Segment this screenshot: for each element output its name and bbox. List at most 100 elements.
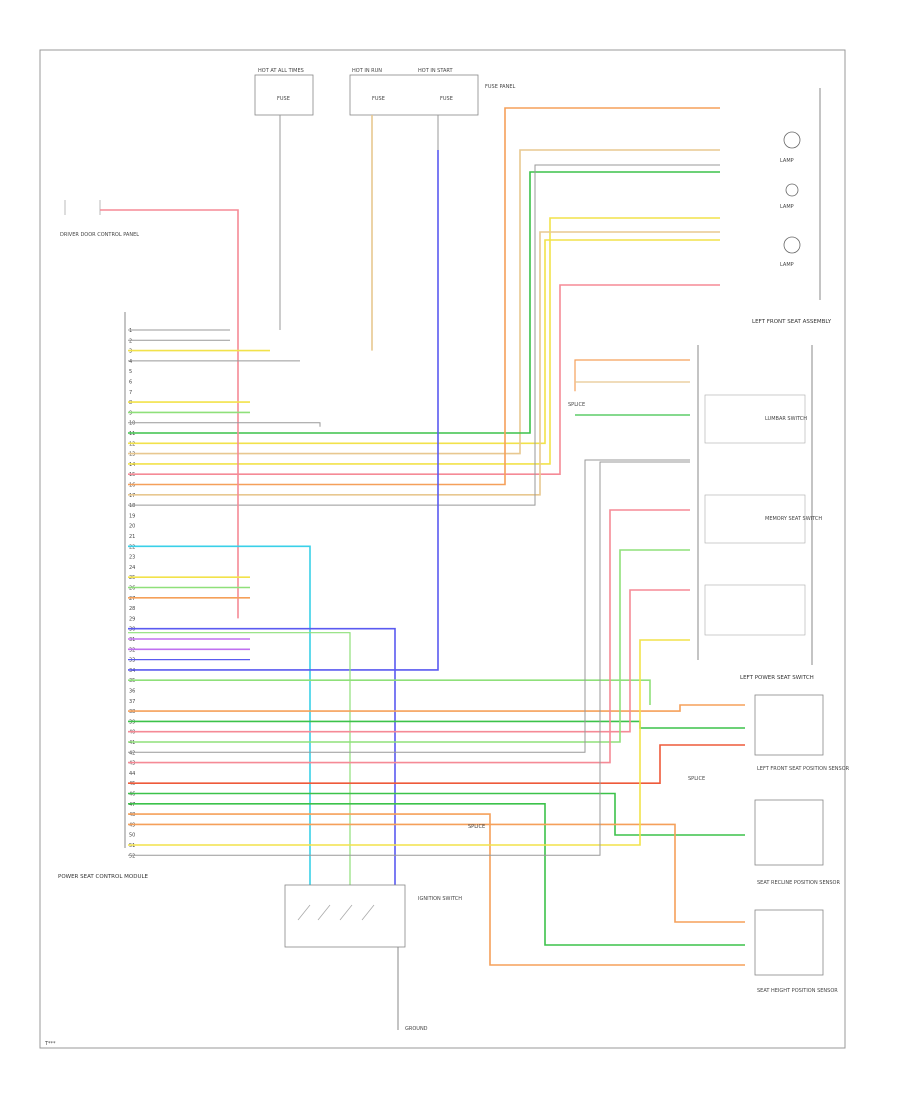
module-pin-number: 34 [129,668,135,674]
module-pin-number: 27 [129,596,135,602]
module-pin-number: 41 [129,740,135,746]
svg-text:FUSE: FUSE [372,96,385,102]
svg-text:POWER SEAT CONTROL MODULE: POWER SEAT CONTROL MODULE [58,874,149,880]
module-pin-labels: 1234567891011121314151617181920212223242… [129,328,135,859]
module-pin-number: 14 [129,462,135,468]
lamps: LAMP LAMP LAMP [780,88,821,300]
module-pin-number: 11 [129,431,135,437]
wire [128,627,396,885]
svg-text:DRIVER DOOR CONTROL PANEL: DRIVER DOOR CONTROL PANEL [60,232,139,238]
wire [128,720,745,729]
svg-text:LAMP: LAMP [780,204,794,210]
module-pin-number: 17 [129,493,135,499]
wire [128,231,720,496]
module-pin-number: 21 [129,534,135,540]
module-pin-number: 51 [129,843,135,849]
module-pin-number: 23 [129,555,135,561]
module-pin-number: 37 [129,699,135,705]
driver-door-panel: DRIVER DOOR CONTROL PANEL [60,200,139,238]
lamp-icon [785,183,799,197]
fuse-box-1: HOT AT ALL TIMES FUSE [254,68,314,116]
wire [128,422,321,427]
module-pin-number: 6 [129,380,132,386]
module-pin-number: 7 [129,390,132,396]
svg-text:SPLICE: SPLICE [688,776,705,782]
svg-text:HOT IN START: HOT IN START [418,68,454,74]
wire [128,679,651,705]
svg-text:FUSE PANEL: FUSE PANEL [485,84,515,90]
position-sensors: LEFT FRONT SEAT POSITION SENSOR SEAT REC… [754,694,850,994]
module-pin-number: 52 [129,853,135,859]
svg-text:LAMP: LAMP [780,262,794,268]
svg-text:SEAT HEIGHT POSITION SENSOR: SEAT HEIGHT POSITION SENSOR [757,988,838,994]
module-pin-number: 36 [129,689,135,695]
module-pin-number: 40 [129,730,135,736]
module-pin-number: 9 [129,410,132,416]
wire [128,704,745,712]
wire [128,792,745,836]
wire [128,459,690,753]
module-pin-number: 47 [129,802,135,808]
wire [128,803,745,946]
svg-text:GROUND: GROUND [405,1026,428,1032]
wire [128,823,745,923]
wire [128,284,720,475]
module-pin-number: 15 [129,472,135,478]
wire [128,171,720,434]
module-pin-number: 50 [129,833,135,839]
module-pin-number: 31 [129,637,135,643]
wire [128,545,311,885]
module-pin-number: 3 [129,349,132,355]
svg-text:FUSE: FUSE [440,96,453,102]
wire [128,632,351,885]
power-seat-module: POWER SEAT CONTROL MODULE [58,312,149,880]
module-pin-number: 29 [129,616,135,622]
wire [128,107,720,486]
module-pin-number: 8 [129,400,132,406]
module-pin-number: 20 [129,524,135,530]
svg-text:SEAT RECLINE POSITION SENSOR: SEAT RECLINE POSITION SENSOR [757,880,840,886]
module-pin-number: 42 [129,750,135,756]
module-pin-number: 4 [129,359,132,365]
module-pin-number: 5 [129,369,132,375]
wire-harness [100,107,745,966]
svg-text:MEMORY SEAT SWITCH: MEMORY SEAT SWITCH [765,516,822,522]
wire [128,239,720,445]
module-pin-number: 39 [129,719,135,725]
svg-text:IGNITION SWITCH: IGNITION SWITCH [418,896,462,902]
wire [128,150,439,671]
lamp-icon [783,131,801,149]
module-pin-number: 22 [129,544,135,550]
fuse-box-2: HOT IN RUN FUSE HOT IN START FUSE FUSE P… [349,68,515,116]
module-pin-number: 44 [129,771,135,777]
wire [128,744,745,784]
module-pin-number: 12 [129,441,135,447]
svg-text:LEFT FRONT SEAT POSITION SENSO: LEFT FRONT SEAT POSITION SENSOR [757,766,850,772]
svg-text:LEFT POWER SEAT SWITCH: LEFT POWER SEAT SWITCH [740,675,814,681]
module-pin-number: 43 [129,761,135,767]
svg-text:SPLICE: SPLICE [568,402,585,408]
diagram-border [39,49,846,1049]
module-pin-number: 26 [129,586,135,592]
module-pin-number: 2 [129,338,132,344]
wire [128,217,720,465]
wire [128,639,690,846]
module-pin-number: 33 [129,658,135,664]
module-pin-number: 18 [129,503,135,509]
wire [128,549,690,743]
module-pin-number: 1 [129,328,132,334]
module-pin-number: 25 [129,575,135,581]
module-pin-number: 49 [129,822,135,828]
svg-text:SPLICE: SPLICE [468,824,485,830]
ignition-switch: IGNITION SWITCH GROUND [284,884,462,1032]
module-pin-number: 16 [129,483,135,489]
module-pin-number: 28 [129,606,135,612]
wire [128,164,720,506]
module-pin-number: 38 [129,709,135,715]
wire [128,813,745,966]
svg-text:LUMBAR SWITCH: LUMBAR SWITCH [765,416,807,422]
wire [128,509,690,764]
lamp-icon [783,236,801,254]
module-pin-number: 13 [129,452,135,458]
